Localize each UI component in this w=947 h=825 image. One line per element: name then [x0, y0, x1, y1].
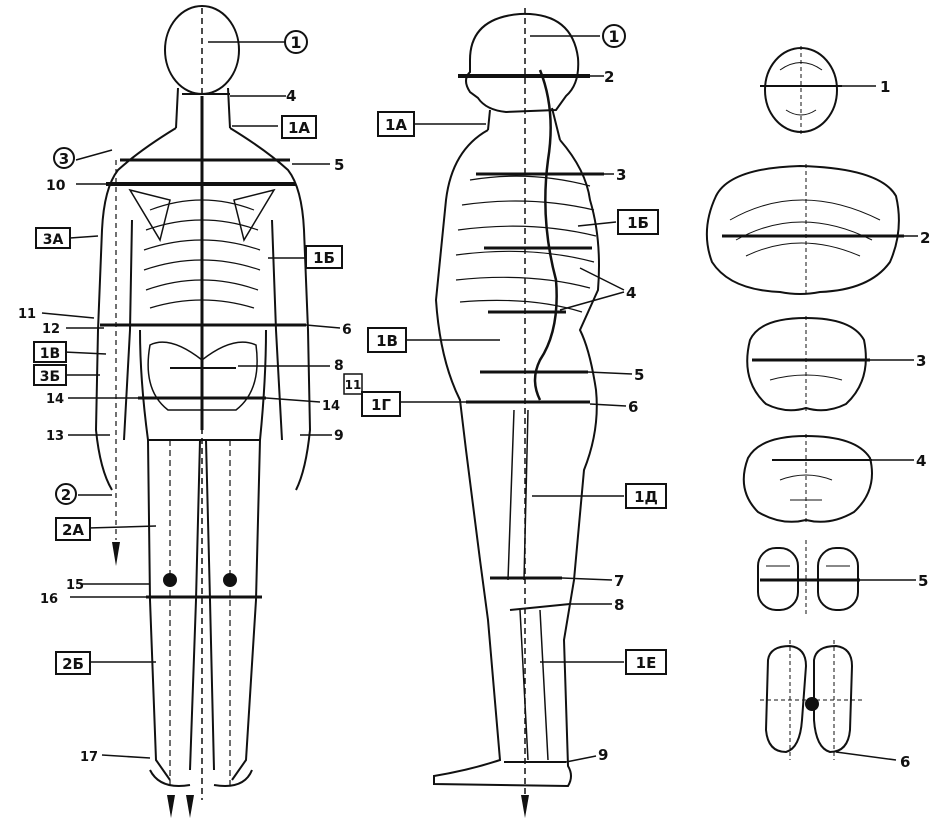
side-label-7: 7 — [614, 572, 624, 590]
section-label-1: 1 — [880, 78, 890, 96]
side-head — [466, 14, 578, 112]
back-label-box11: 11 — [345, 378, 362, 392]
side-label-5: 5 — [634, 366, 644, 384]
back-label-2A: 2А — [62, 521, 84, 539]
side-label-1V: 1В — [376, 332, 398, 350]
section-label-3: 3 — [916, 352, 926, 370]
back-label-1A: 1А — [288, 119, 310, 137]
side-label-4: 4 — [626, 284, 636, 302]
side-label-3: 3 — [616, 166, 626, 184]
back-label-circ3: 3 — [59, 150, 69, 168]
side-view-labels: 1 2 1А 3 1Б 4 1В 5 1Г 6 1Д 7 8 1Е 9 — [362, 25, 666, 764]
plumb-bob-foot-right — [186, 795, 194, 818]
back-label-1B: 1Б — [313, 249, 335, 267]
side-body-outline — [434, 130, 599, 786]
section-2-thorax — [707, 164, 918, 294]
side-label-1D: 1Д — [634, 488, 658, 506]
section-label-5: 5 — [918, 572, 928, 590]
back-label-13: 13 — [46, 429, 64, 444]
back-label-circ1: 1 — [290, 33, 301, 52]
side-view-axes — [458, 8, 604, 795]
side-ribs — [456, 176, 596, 312]
back-label-1V: 1В — [40, 346, 60, 362]
back-label-6: 6 — [342, 322, 352, 338]
back-label-circ2: 2 — [61, 486, 71, 504]
back-label-5: 5 — [334, 156, 344, 174]
back-label-17: 17 — [80, 750, 98, 765]
back-label-16: 16 — [40, 592, 58, 607]
side-label-9: 9 — [598, 746, 608, 764]
section-4-pelvis — [744, 434, 914, 524]
section-6-feet — [760, 640, 896, 760]
back-label-8: 8 — [334, 358, 344, 374]
section-1-head — [760, 46, 876, 136]
back-label-3A: 3А — [43, 232, 64, 248]
back-label-9: 9 — [334, 428, 344, 444]
back-label-3B: 3Б — [40, 369, 60, 385]
section-5-knees — [758, 540, 916, 616]
back-label-14b: 14 — [322, 399, 340, 414]
back-label-2B: 2Б — [62, 655, 84, 673]
section-labels: 1 2 3 4 5 6 — [880, 78, 930, 771]
side-tibia — [520, 610, 548, 760]
side-label-2: 2 — [604, 68, 614, 86]
section-label-4: 4 — [916, 452, 926, 470]
cross-sections — [707, 46, 918, 760]
plumb-bob-arm — [112, 542, 120, 566]
side-femur — [508, 410, 528, 580]
plumb-bob-foot-left — [167, 795, 175, 818]
section-label-6: 6 — [900, 753, 910, 771]
section-label-2: 2 — [920, 229, 930, 247]
side-label-6: 6 — [628, 398, 638, 416]
side-label-1E: 1Е — [636, 654, 657, 672]
back-label-14a: 14 — [46, 392, 64, 407]
side-label-1A: 1А — [385, 116, 407, 134]
back-label-4: 4 — [286, 87, 296, 105]
section-3-abdomen — [747, 316, 914, 412]
side-spine — [535, 70, 557, 400]
back-label-15: 15 — [66, 578, 84, 593]
side-view-figure — [434, 14, 599, 786]
side-label-circ1: 1 — [608, 27, 619, 46]
plumb-bob-side — [521, 795, 529, 818]
side-plane-8 — [510, 604, 570, 610]
side-label-1B: 1Б — [627, 214, 649, 232]
back-label-11: 11 — [18, 307, 36, 322]
back-view-figure — [96, 6, 310, 786]
back-label-12: 12 — [42, 322, 60, 337]
side-label-1G: 1Г — [371, 396, 391, 414]
back-view-leaders — [42, 42, 340, 758]
side-label-8: 8 — [614, 596, 624, 614]
back-label-10: 10 — [46, 178, 66, 194]
back-legs-outline — [148, 440, 260, 780]
